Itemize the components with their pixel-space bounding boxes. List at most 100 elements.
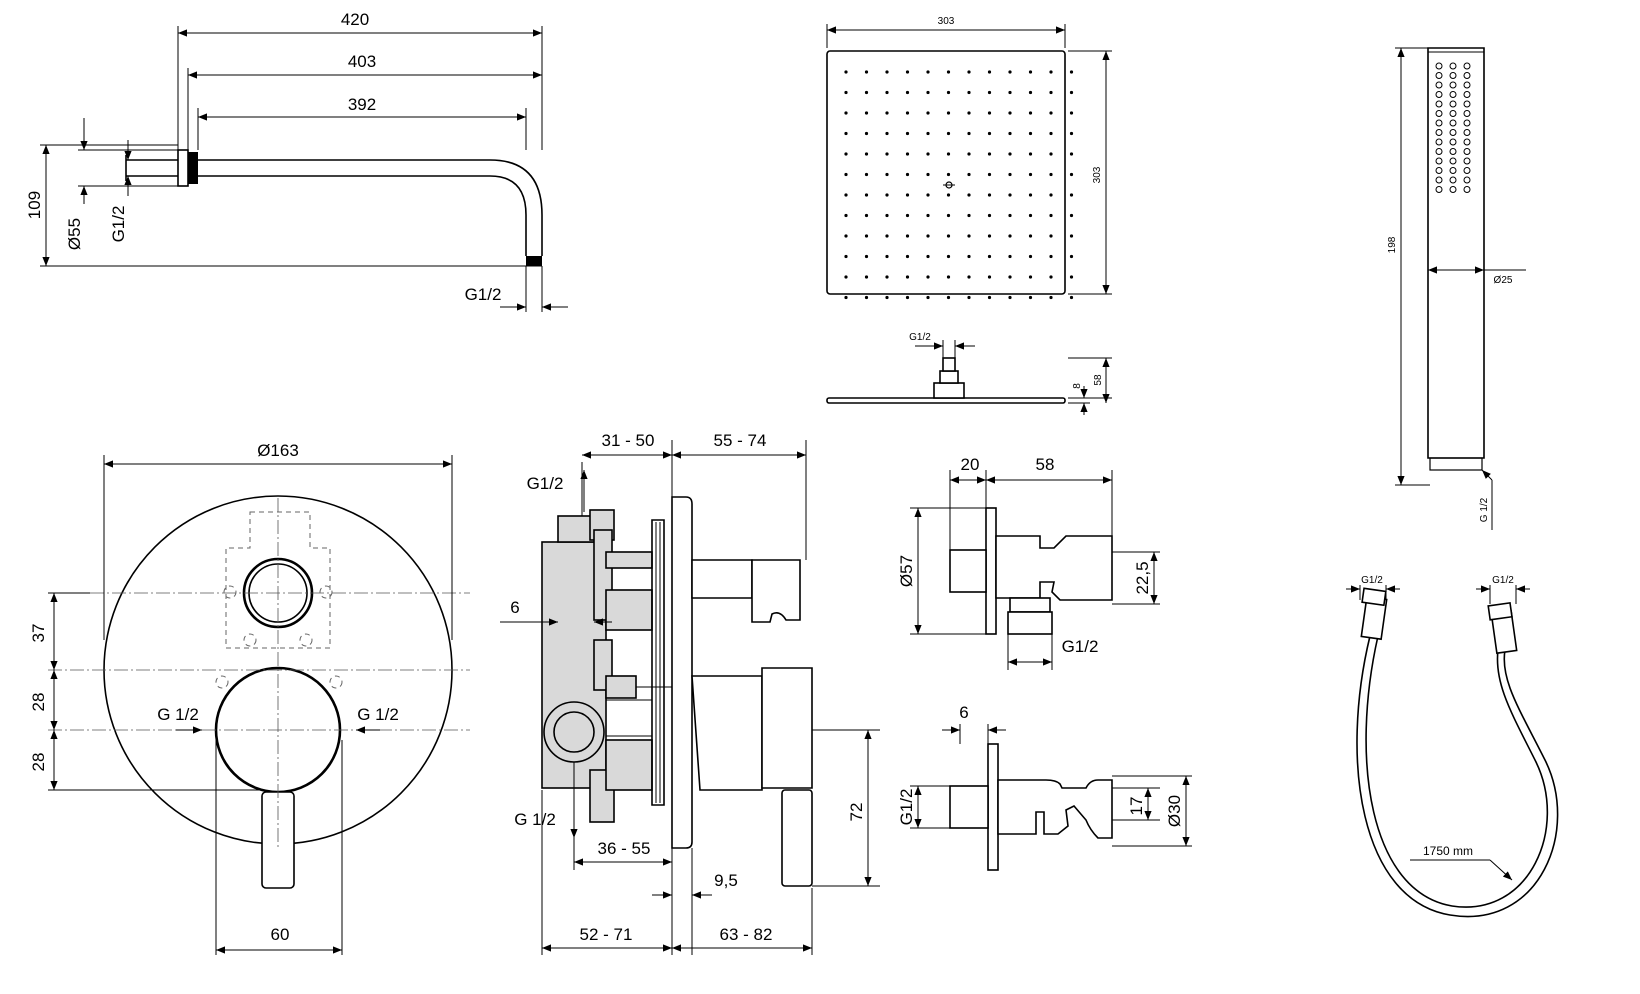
overhead-nozzle (946, 172, 951, 177)
overhead-nozzle (987, 70, 992, 74)
dim-holder-thread: G1/2 (897, 789, 916, 826)
overhead-nozzle (1049, 90, 1053, 95)
mixer-hidden-body (215, 511, 343, 689)
overhead-nozzle (1008, 131, 1012, 136)
overhead-nozzle (987, 152, 992, 156)
overhead-nozzle (1008, 193, 1012, 197)
overhead-nozzle (864, 254, 869, 259)
overhead-nozzle (905, 70, 910, 74)
overhead-nozzle (864, 193, 869, 197)
overhead-shower-side-view: G1/2 8 58 (826, 332, 1112, 415)
label-inlet-right: G 1/2 (357, 705, 399, 724)
dim-side-offset: 6 (510, 598, 519, 617)
overhead-nozzle (967, 90, 971, 95)
overhead-nozzle (987, 295, 992, 300)
hand-nozzle (1435, 91, 1443, 98)
overhead-nozzle (844, 70, 848, 74)
hand-nozzle (1463, 138, 1471, 146)
dim-hose-length: 1750 mm (1423, 844, 1473, 858)
hand-nozzle (1449, 186, 1457, 193)
hand-nozzle (1463, 129, 1471, 136)
hand-nozzle (1435, 100, 1443, 108)
hand-nozzle (1463, 176, 1471, 184)
overhead-nozzle (885, 131, 889, 136)
dim-front-upper-offset: 37 (29, 624, 48, 643)
hand-nozzle (1435, 167, 1443, 174)
overhead-nozzle (987, 111, 992, 115)
overhead-nozzle (1008, 111, 1012, 115)
overhead-nozzle (1028, 254, 1033, 259)
hose-drawing: G1/2 G1/2 1750 mm (1346, 575, 1559, 918)
overhead-nozzle (967, 172, 971, 177)
overhead-nozzle (1028, 131, 1033, 136)
overhead-nozzle (1028, 295, 1033, 300)
mixer-side-view: 31 - 50 55 - 74 G1/2 G 1/2 6 36 - 55 9,5… (500, 431, 880, 955)
overhead-nozzle (885, 254, 889, 259)
dim-side-top-right: 55 - 74 (714, 431, 767, 450)
overhead-nozzle (885, 70, 889, 74)
hand-nozzle (1449, 72, 1457, 79)
dim-arm-inlet-thread: G1/2 (109, 206, 128, 243)
hand-nozzle (1449, 110, 1457, 117)
overhead-nozzle (885, 152, 889, 156)
dim-arm-flange-diameter: Ø55 (65, 218, 84, 250)
overhead-nozzle (967, 213, 971, 218)
dim-arm-420: 420 (341, 10, 369, 29)
overhead-nozzle (1069, 152, 1074, 156)
overhead-nozzle (926, 234, 930, 238)
hand-nozzle (1449, 138, 1457, 146)
holder-cradle (997, 779, 1113, 839)
overhead-nozzle (1049, 70, 1053, 74)
dim-side-top-left: 31 - 50 (602, 431, 655, 450)
overhead-nozzle (905, 254, 910, 259)
overhead-nozzle (1028, 234, 1033, 238)
overhead-nozzle (946, 295, 951, 300)
hand-nozzle (1463, 157, 1471, 165)
hand-nozzle (1449, 167, 1457, 174)
overhead-nozzle (946, 193, 951, 197)
overhead-nozzle (1008, 172, 1012, 177)
overhead-nozzle (844, 131, 848, 136)
mixer-side-rosette (671, 496, 693, 849)
dim-overhead-plate-thickness: 8 (1072, 383, 1083, 389)
dim-outlet-diameter: Ø57 (897, 555, 916, 587)
overhead-nozzle (987, 193, 992, 197)
hand-nozzle (1449, 91, 1457, 98)
overhead-nozzle (844, 234, 848, 238)
dim-hand-shower-length: 198 (1387, 236, 1398, 253)
dim-overhead-width: 303 (938, 16, 955, 27)
overhead-nozzle (967, 275, 971, 279)
hand-shower-drawing: 198 Ø25 G 1/2 (1387, 47, 1526, 530)
dim-side-bottom-left: 52 - 71 (580, 925, 633, 944)
overhead-nozzle (844, 90, 848, 95)
overhead-nozzle (926, 213, 930, 218)
dim-holder-diameter: Ø30 (1165, 795, 1184, 827)
outlet-flange (985, 507, 997, 635)
overhead-nozzle (1069, 213, 1074, 218)
overhead-nozzle (1049, 111, 1053, 115)
overhead-nozzle (1028, 70, 1033, 74)
dim-side-bottom-right: 63 - 82 (720, 925, 773, 944)
shower-arm-body (125, 149, 543, 266)
overhead-nozzle (905, 234, 910, 238)
dim-overhead-depth: 303 (1092, 166, 1103, 183)
overhead-nozzle (844, 193, 848, 197)
overhead-nozzle (905, 131, 910, 136)
wall-holder-drawing: 6 G1/2 17 Ø30 (897, 703, 1192, 871)
overhead-nozzle (905, 193, 910, 197)
overhead-nozzle (1069, 90, 1074, 95)
overhead-nozzle (967, 193, 971, 197)
overhead-nozzle (967, 254, 971, 259)
overhead-nozzle (844, 213, 848, 218)
overhead-nozzle (844, 254, 848, 259)
mixer-lever-side (781, 789, 813, 887)
dim-handle-width: 60 (271, 925, 290, 944)
hand-nozzle (1435, 148, 1443, 155)
holder-flange (987, 743, 999, 871)
hand-nozzle (1463, 72, 1471, 79)
dim-holder-flange: 6 (959, 703, 968, 722)
overhead-nozzle (1049, 295, 1053, 300)
dim-hose-thread-left: G1/2 (1361, 575, 1383, 586)
overhead-nozzle (885, 234, 889, 238)
